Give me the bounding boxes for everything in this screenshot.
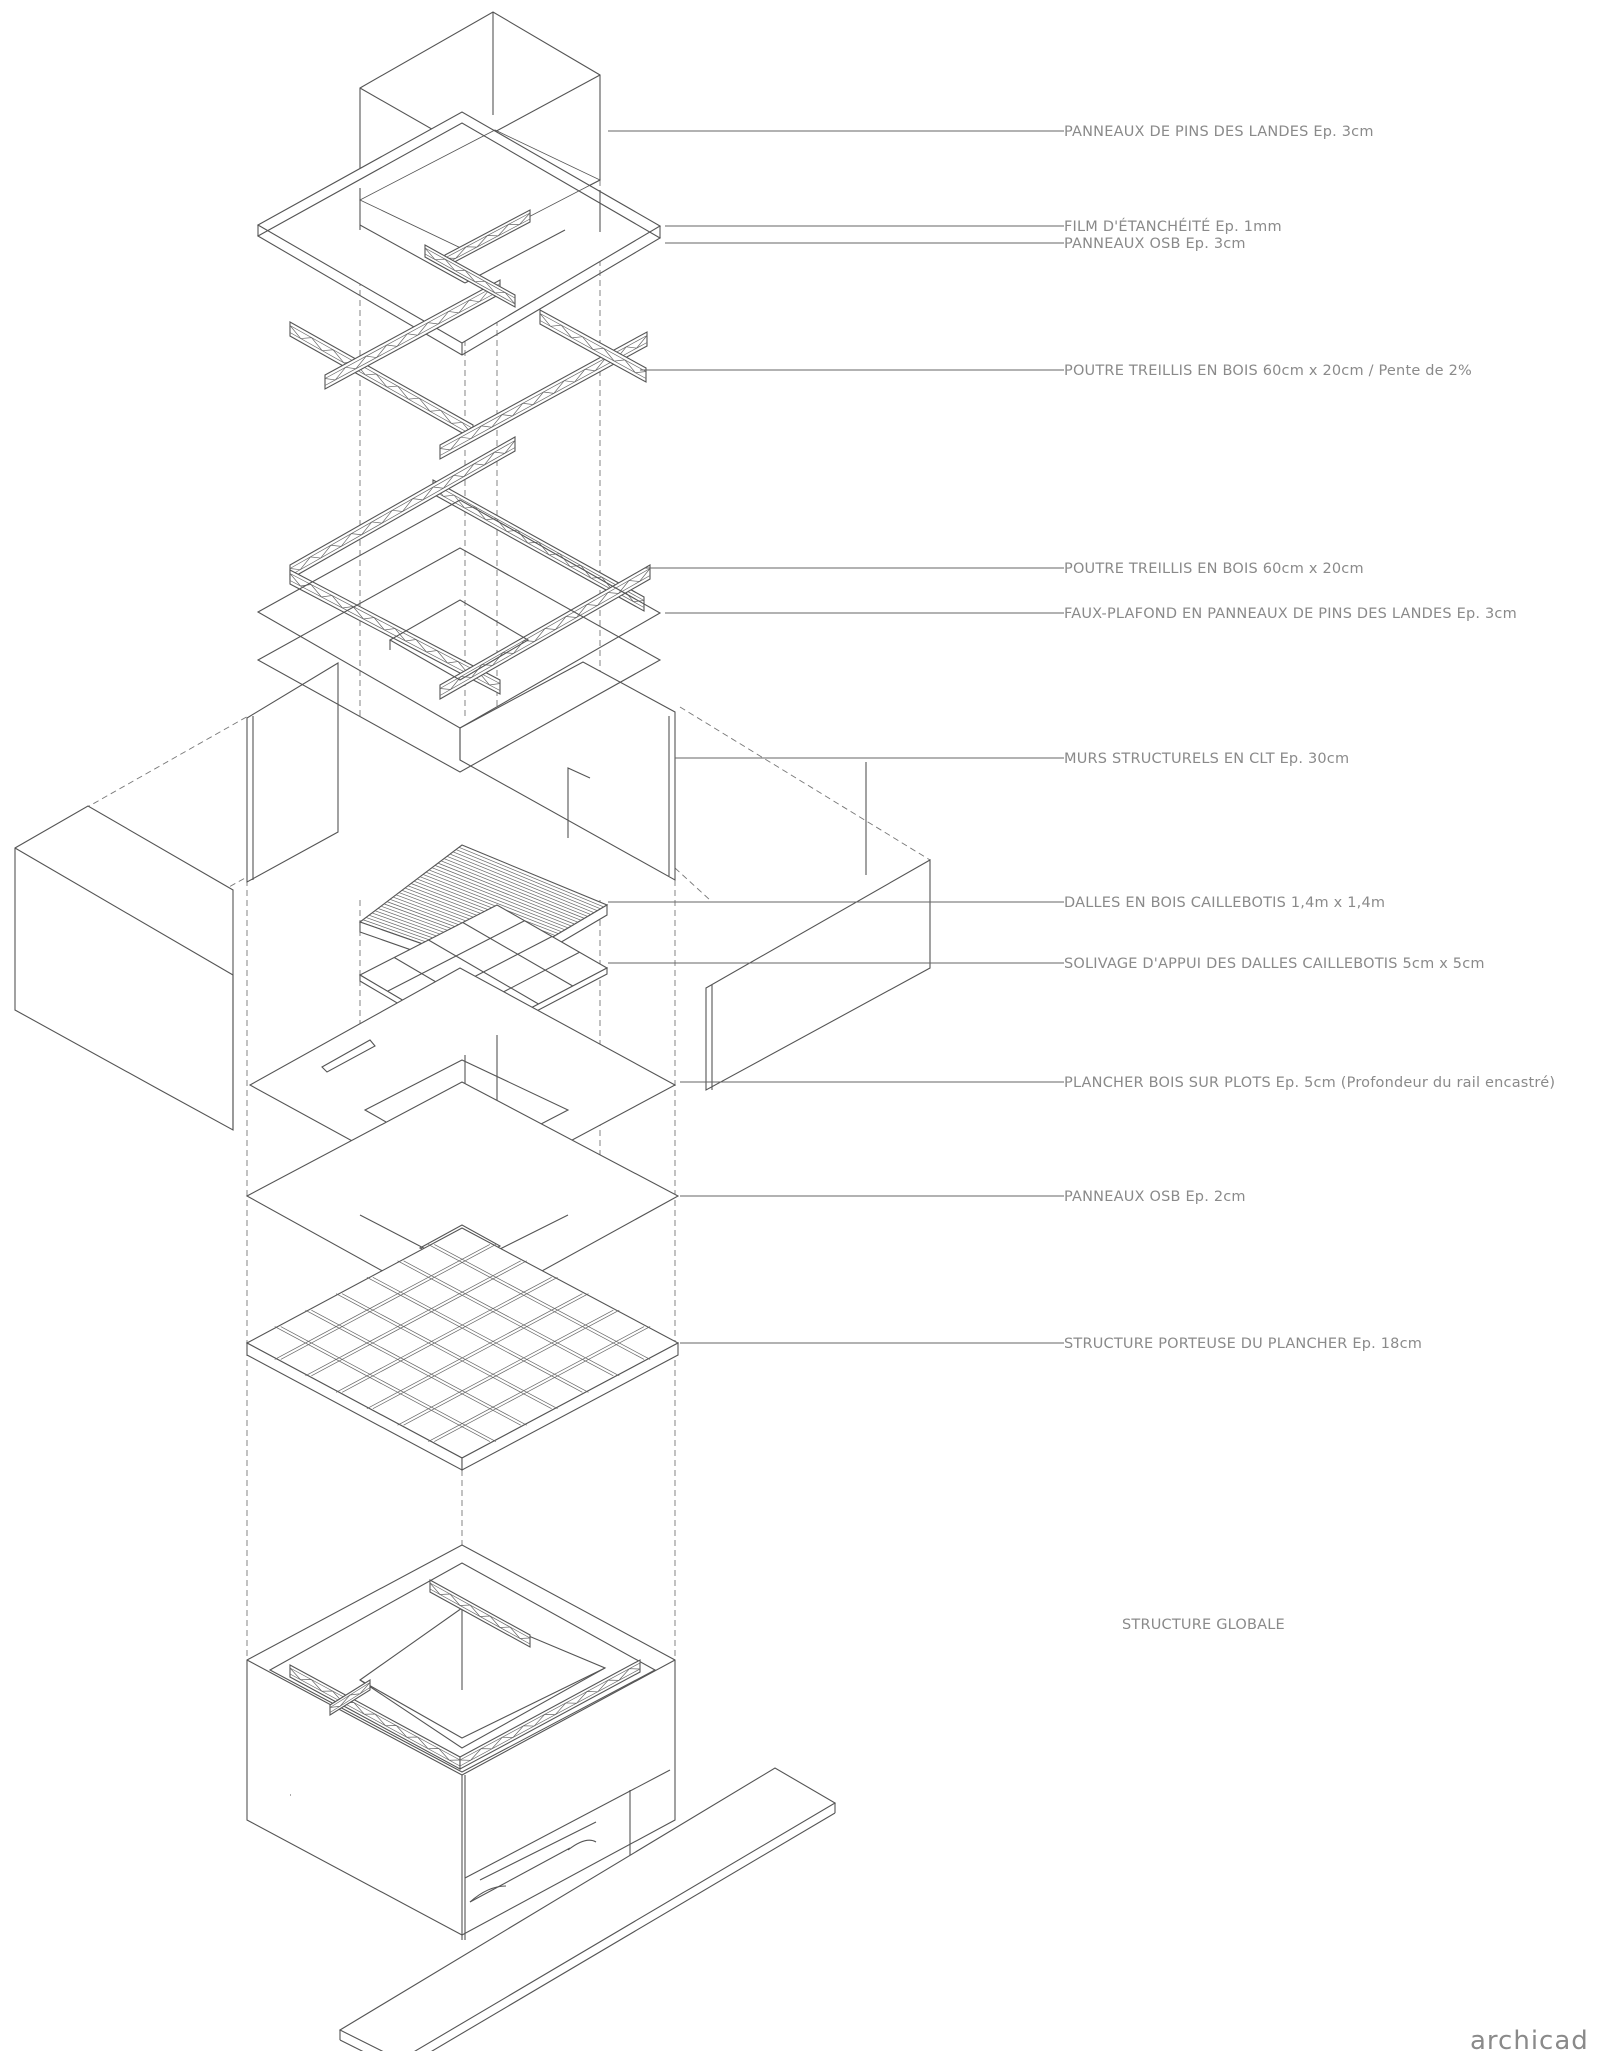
truss-beam	[329, 1679, 371, 1716]
archicad-watermark: archicad	[1470, 2026, 1589, 2051]
floor-grid-beam	[372, 1276, 589, 1393]
floor-grid-beam	[366, 1293, 583, 1410]
decking-slat	[440, 860, 585, 919]
decking-slat	[419, 876, 562, 933]
truss-beam	[424, 244, 516, 308]
label-truss: POUTRE TREILLIS EN BOIS 60cm x 20cm	[1064, 561, 1364, 577]
truss-beam	[429, 1579, 531, 1648]
floor-grid-beam	[428, 1244, 645, 1360]
decking-slat	[458, 846, 604, 908]
floor-grid-beam	[305, 1260, 521, 1377]
truss-beam	[439, 564, 651, 700]
truss-beam	[324, 279, 501, 390]
floor-grid-beam	[434, 1326, 651, 1442]
label-group: PANNEAUX DE PINS DES LANDES Ep. 3cm FILM…	[1064, 124, 1589, 2051]
decking-slat	[443, 858, 588, 917]
label-pine-panels: PANNEAUX DE PINS DES LANDES Ep. 3cm	[1064, 124, 1374, 140]
global-structure	[246, 1544, 837, 2051]
truss-beam	[289, 1664, 461, 1770]
decking-slat	[455, 849, 601, 910]
label-waterproof-film: FILM D'ÉTANCHÉITÉ Ep. 1mm	[1064, 218, 1282, 235]
label-false-ceiling: FAUX-PLAFOND EN PANNEAUX DE PINS DES LAN…	[1064, 606, 1517, 622]
label-truss-sloped: POUTRE TREILLIS EN BOIS 60cm x 20cm / Pe…	[1064, 363, 1472, 379]
joist-member	[462, 922, 574, 987]
label-floor-pads: PLANCHER BOIS SUR PLOTS Ep. 5cm (Profond…	[1064, 1075, 1555, 1091]
floor-grid-beam	[397, 1309, 614, 1426]
clt-walls	[14, 547, 931, 1131]
floor-grid-beam	[403, 1260, 620, 1377]
floor-grid-beam	[335, 1293, 552, 1410]
floor-grid-beam	[372, 1293, 589, 1410]
truss-beam	[459, 1659, 641, 1770]
truss-beam	[289, 321, 474, 440]
decking-slat	[431, 867, 575, 925]
truss-grid-lower	[289, 436, 651, 700]
floor-grid-beam	[341, 1276, 558, 1393]
floor-structure-grid	[245, 1227, 680, 1471]
floor-grid-beam	[274, 1244, 491, 1360]
truss-grid-upper	[289, 209, 648, 460]
false-ceiling	[256, 499, 662, 729]
floor-grid-beam	[366, 1276, 583, 1393]
label-clt-walls: MURS STRUCTURELS EN CLT Ep. 30cm	[1064, 751, 1349, 767]
decking-slat	[428, 869, 572, 927]
decking-slat	[446, 855, 591, 915]
floor-grid-beam	[311, 1260, 527, 1377]
decking-slat	[422, 874, 566, 931]
decking-slat	[425, 871, 569, 929]
floor-grid-beam	[280, 1326, 497, 1442]
decking-slat	[452, 851, 598, 912]
label-decking-tiles: DALLES EN BOIS CAILLEBOTIS 1,4m x 1,4m	[1064, 895, 1385, 911]
floor-grid-beam	[311, 1309, 527, 1426]
floor-grid-beam	[274, 1326, 491, 1442]
label-osb-3cm: PANNEAUX OSB Ep. 3cm	[1064, 236, 1246, 252]
floor-grid-beam	[428, 1326, 645, 1442]
floor-grid-beam	[403, 1309, 620, 1426]
caption-global-structure: STRUCTURE GLOBALE	[1122, 1617, 1285, 1633]
label-tile-joists: SOLIVAGE D'APPUI DES DALLES CAILLEBOTIS …	[1064, 956, 1485, 972]
label-osb-2cm: PANNEAUX OSB Ep. 2cm	[1064, 1189, 1246, 1205]
decking-slat	[416, 878, 559, 935]
decking-slat	[437, 862, 582, 921]
roof-plates	[256, 111, 662, 356]
truss-beam	[539, 309, 647, 383]
decking-slat	[434, 865, 579, 923]
truss-beam	[439, 331, 648, 460]
floor-grid-beam	[335, 1276, 552, 1393]
label-floor-structure: STRUCTURE PORTEUSE DU PLANCHER Ep. 18cm	[1064, 1336, 1422, 1352]
floor-grid-beam	[305, 1309, 521, 1426]
floor-grid-beam	[397, 1260, 614, 1377]
leader-lines	[608, 130, 1064, 1344]
floor-grid-beam	[280, 1244, 497, 1360]
floor-grid-beam	[341, 1293, 558, 1410]
floor-grid-beam	[434, 1244, 651, 1360]
decking-slat	[449, 853, 595, 913]
